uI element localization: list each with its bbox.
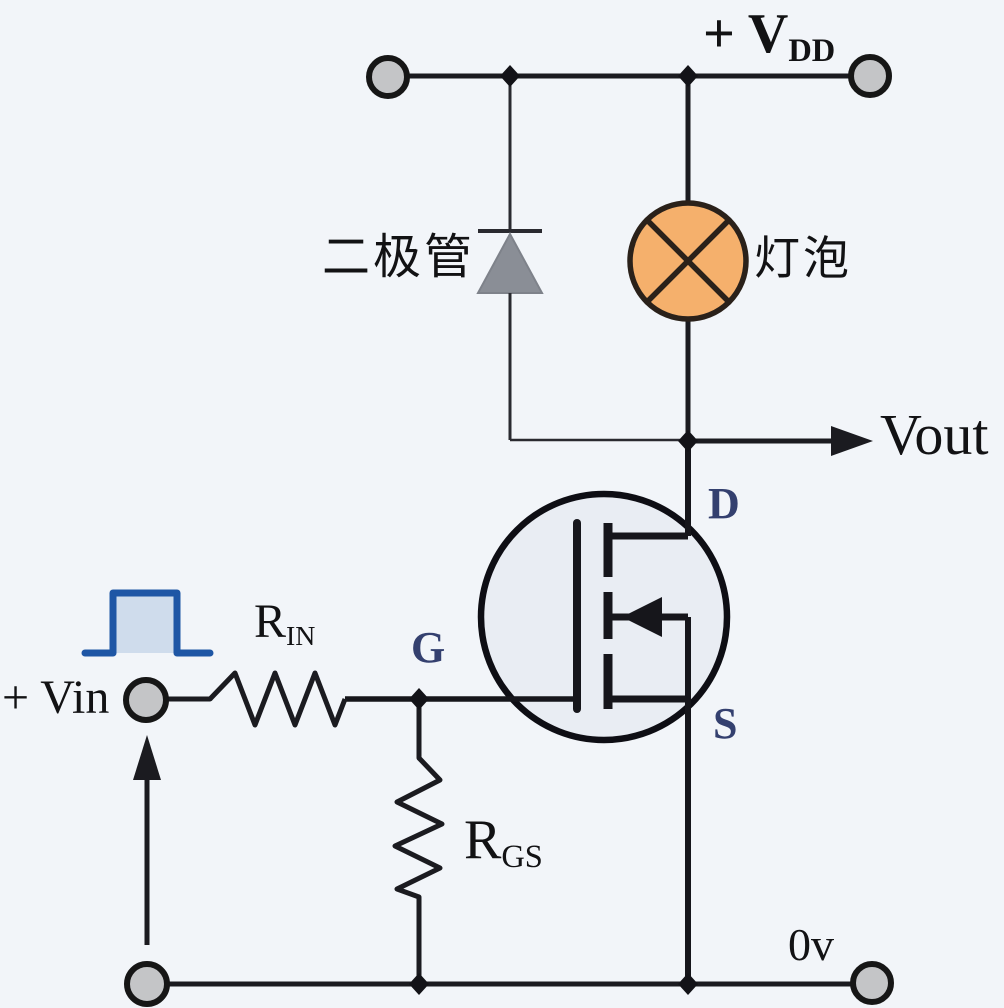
rgs-resistor [392, 756, 445, 900]
junction-dot [678, 430, 698, 452]
junction-dot [678, 973, 698, 995]
vout-arrowhead [831, 426, 873, 456]
junctions [409, 65, 698, 995]
vin-label: + Vin [2, 671, 110, 724]
rin-resistor [208, 670, 348, 728]
diode-triangle [476, 231, 544, 294]
vdd-label-sub: DD [788, 33, 836, 70]
wires [144, 73, 875, 987]
rgs-label-sub: GS [501, 839, 543, 876]
pulse-fill [113, 593, 177, 653]
vdd-label-main: + V [703, 3, 789, 65]
terminals [123, 54, 894, 1007]
vin-arrow [133, 735, 161, 945]
rgs-label: RGS [464, 812, 543, 874]
terminal-bottom-right [850, 961, 894, 1005]
lamp-cross-line [644, 217, 732, 305]
gate-pin-label: G [411, 623, 446, 672]
vout-label: Vout [880, 402, 989, 467]
terminal-vin [123, 677, 169, 723]
diode-label: 二极管 [322, 231, 476, 284]
rin-label-sub: IN [286, 620, 316, 652]
ground-label: 0v [788, 919, 834, 970]
vdd-label: + VDD [703, 6, 835, 68]
terminal-top-left [366, 55, 410, 99]
rin-label-main: R [254, 595, 287, 648]
mosfet-body-arrow [622, 597, 662, 637]
diode-branch [476, 76, 688, 442]
rin-label: RIN [254, 598, 315, 651]
pulse-waveform [81, 589, 214, 657]
mosfet-symbol [345, 441, 731, 984]
drain-pin-label: D [708, 479, 740, 528]
lamp-symbol [627, 200, 749, 322]
junction-dot [409, 973, 429, 995]
junction-dot [678, 65, 698, 87]
terminal-top-right [848, 54, 892, 98]
junction-dot [500, 65, 520, 87]
terminal-bottom-left [124, 961, 170, 1007]
junction-dot [409, 688, 429, 710]
source-pin-label: S [713, 699, 738, 748]
vin-arrowhead [133, 735, 161, 780]
rgs-label-main: R [464, 809, 502, 871]
bulb-label: 灯泡 [754, 233, 852, 284]
pulse-outline [81, 589, 214, 657]
